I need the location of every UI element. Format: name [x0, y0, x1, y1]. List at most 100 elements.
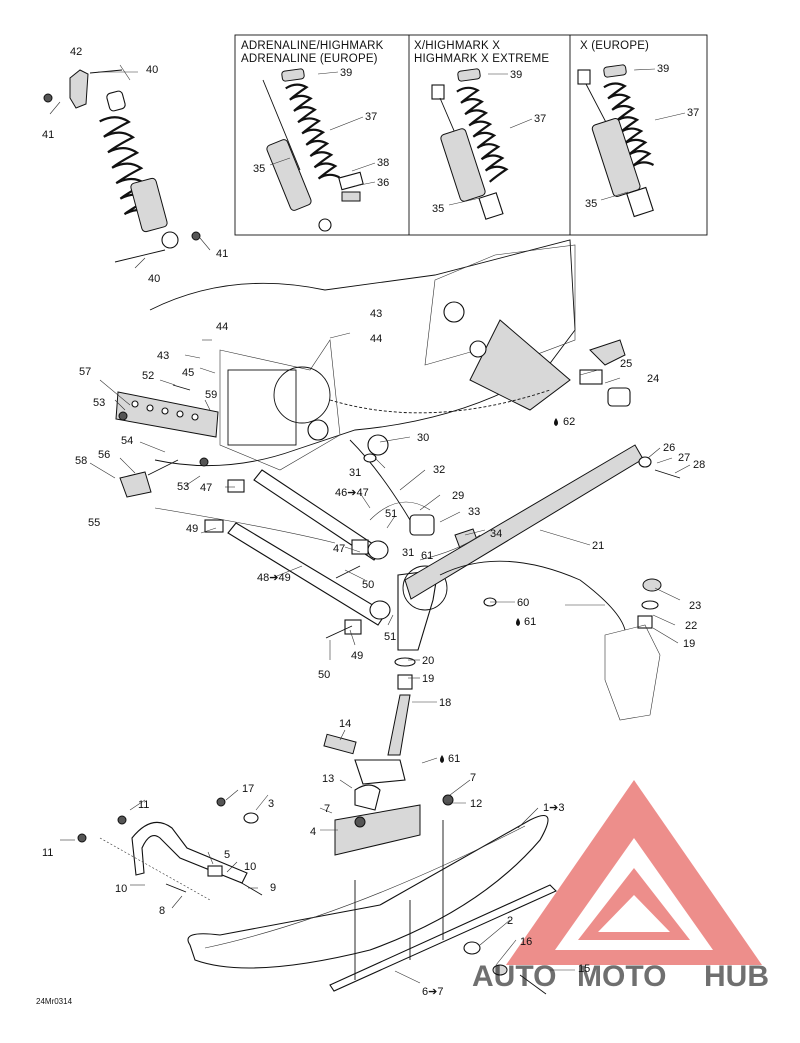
callout-10: 10	[244, 861, 256, 873]
lubricant-drop-icons	[440, 418, 558, 763]
callout-61: 61	[524, 616, 536, 628]
callout-37: 37	[534, 113, 546, 125]
callout-6-7: 6➔7	[422, 986, 443, 998]
shock-assembly-variant-1	[262, 68, 364, 232]
a-arms	[204, 469, 391, 639]
callout-42: 42	[70, 46, 82, 58]
bulkhead-bracket	[115, 339, 341, 498]
right-side-hardware	[579, 369, 681, 721]
callout-39: 39	[510, 69, 522, 81]
callout-37: 37	[687, 107, 699, 119]
shock-assembly-variant-3	[577, 64, 655, 218]
drop-icon	[516, 618, 520, 626]
callout-30: 30	[417, 432, 429, 444]
callout-41: 41	[216, 248, 228, 260]
drop-icon	[440, 755, 444, 763]
callout-18: 18	[439, 697, 451, 709]
callout-11: 11	[42, 847, 53, 859]
callout-13: 13	[322, 773, 334, 785]
callout-31: 31	[349, 467, 361, 479]
callout-36: 36	[377, 177, 389, 189]
callout-19: 19	[683, 638, 695, 650]
callout-45: 45	[182, 367, 194, 379]
drop-icon	[554, 418, 558, 426]
callout-26: 26	[663, 442, 675, 454]
variant-box	[234, 34, 708, 236]
callout-5: 5	[224, 849, 230, 861]
callout-61: 61	[421, 550, 433, 562]
callout-21: 21	[592, 540, 604, 552]
callout-50: 50	[362, 579, 374, 591]
callout-40: 40	[146, 64, 158, 76]
variant-header-3-line1: X (EUROPE)	[580, 40, 649, 52]
spindle-assembly	[323, 434, 644, 785]
callout-32: 32	[433, 464, 445, 476]
callout-23: 23	[689, 600, 701, 612]
callout-27: 27	[678, 452, 690, 464]
callout-2: 2	[507, 915, 513, 927]
callout-25: 25	[620, 358, 632, 370]
variant-header-1-line2: ADRENALINE (EUROPE)	[241, 53, 378, 65]
callout-43: 43	[370, 308, 382, 320]
frame-structure	[149, 239, 626, 467]
callout-43: 43	[157, 350, 169, 362]
detail-circle-1	[273, 366, 331, 424]
callout-61: 61	[448, 753, 460, 765]
drawing-code: 24Mr0314	[36, 997, 73, 1006]
callout-39: 39	[657, 63, 669, 75]
callout-51: 51	[384, 631, 396, 643]
front-bumper-bracket	[115, 391, 219, 438]
ski-assembly	[187, 784, 557, 992]
callout-11: 11	[138, 799, 149, 811]
callout-59: 59	[205, 389, 217, 401]
callout-12: 12	[470, 798, 482, 810]
callout-49: 49	[351, 650, 363, 662]
callout-47: 47	[333, 543, 345, 555]
callout-4: 4	[310, 826, 316, 838]
callout-41: 41	[42, 129, 54, 141]
variant-header-1-line1: ADRENALINE/HIGHMARK	[241, 40, 384, 52]
callout-49: 49	[186, 523, 198, 535]
leader-lines	[49, 64, 691, 984]
callout-37: 37	[365, 111, 377, 123]
callout-46-47: 46➔47	[335, 487, 369, 499]
watermark-auto: AUTO	[472, 960, 556, 993]
callout-17: 17	[242, 783, 254, 795]
callout-16: 16	[520, 936, 532, 948]
callout-62: 62	[563, 416, 575, 428]
callout-19: 19	[422, 673, 434, 685]
callout-28: 28	[693, 459, 705, 471]
callout-14: 14	[339, 718, 351, 730]
callout-1-3: 1➔3	[543, 802, 564, 814]
watermark-moto: MOTO	[577, 960, 666, 993]
callout-38: 38	[377, 157, 389, 169]
ski-cushion	[334, 804, 421, 856]
callout-48-49: 48➔49	[257, 572, 291, 584]
callout-7: 7	[470, 772, 476, 784]
callout-35: 35	[585, 198, 597, 210]
watermark-hub: HUB	[704, 960, 769, 993]
callout-60: 60	[517, 597, 529, 609]
callout-55: 55	[88, 517, 100, 529]
callout-39: 39	[340, 67, 352, 79]
callout-40: 40	[148, 273, 160, 285]
ski-bolts	[463, 941, 547, 995]
ski-body	[187, 815, 549, 969]
upper-a-arm	[253, 469, 383, 561]
callout-24: 24	[647, 373, 659, 385]
watermark-logo	[506, 780, 762, 965]
callout-35: 35	[432, 203, 444, 215]
callout-8: 8	[159, 905, 165, 917]
shock-assembly-variant-2	[431, 68, 509, 220]
callout-44: 44	[216, 321, 228, 333]
callout-10: 10	[115, 883, 127, 895]
callout-34: 34	[490, 528, 502, 540]
watermark-text: AUTO MOTO HUB	[472, 960, 769, 993]
front-shock-assembly	[43, 69, 201, 263]
callout-35: 35	[253, 163, 265, 175]
callout-3: 3	[268, 798, 274, 810]
callout-20: 20	[422, 655, 434, 667]
spindle-shaft	[387, 694, 411, 756]
